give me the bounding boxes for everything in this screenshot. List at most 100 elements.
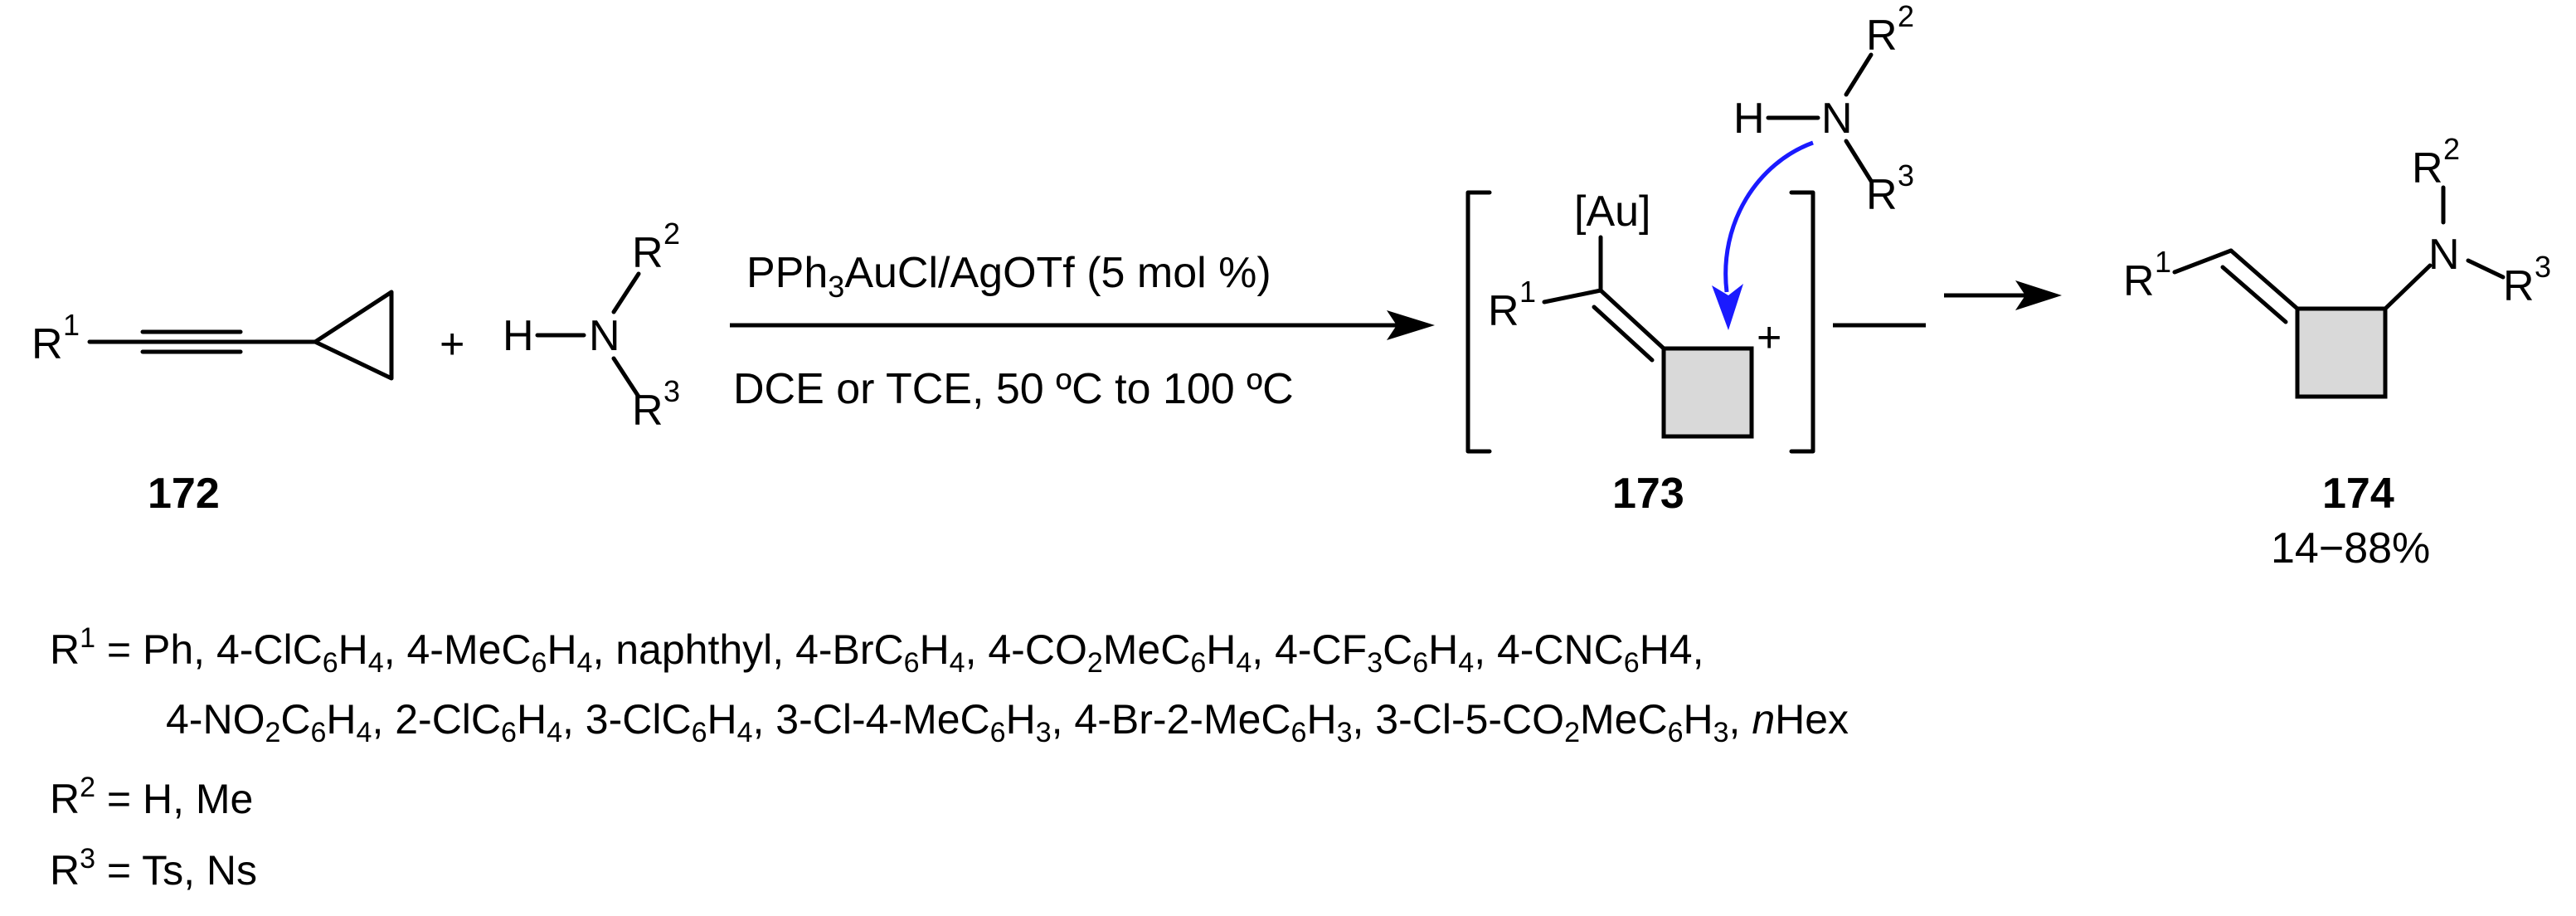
exocyclic-double-2 (1592, 305, 1655, 363)
definition-segment: 3 (80, 843, 96, 875)
definition-segment: 4 (356, 717, 372, 748)
amine-n: N (589, 312, 620, 360)
definition-segment: 4 (547, 717, 562, 748)
definition-segment: 6 (691, 717, 707, 748)
product-r2-sup: 2 (2443, 132, 2460, 166)
definition-segment: , naphthyl, 4-BrC (592, 626, 904, 673)
amine-r3: R (632, 387, 663, 435)
definition-segment: , 2-ClC (372, 696, 502, 743)
reactant-alkyne-172: R 1 172 (32, 290, 394, 518)
forward-arrow-1-head (1387, 310, 1435, 340)
product-r3: R (2503, 262, 2535, 310)
definition-segment: 4-NO (166, 696, 265, 743)
product-double-2 (2220, 265, 2288, 324)
product-r1: R (2123, 257, 2155, 305)
definition-segment: 3 (1713, 717, 1729, 748)
definition-segment: 4 (949, 647, 965, 679)
attack-amine-n-r3-bond (1844, 139, 1874, 183)
attack-amine-r3: R (1866, 171, 1898, 219)
definition-segment: , (1692, 626, 1704, 673)
r1-definition-line-1: R1 = Ph, 4-ClC6H4, 4-MeC6H4, naphthyl, 4… (50, 624, 1704, 677)
right-bracket (1789, 190, 1815, 454)
product-double-1 (2228, 248, 2300, 311)
definition-segment: n (1752, 696, 1776, 743)
cation-charge: + (1757, 314, 1781, 362)
alkyne-r-label: R (32, 320, 63, 368)
definition-segment: H (1206, 626, 1237, 673)
definition-segment: 4 (736, 717, 753, 748)
definition-segment: 4 (1458, 647, 1475, 679)
definition-segment: 2 (1564, 717, 1580, 748)
definition-segment: 4 (367, 647, 384, 679)
alkyne-r-sup: 1 (63, 308, 80, 342)
plus-sign: + (440, 320, 464, 368)
definition-segment: H (1005, 696, 1036, 743)
definition-segment: 2 (265, 717, 281, 748)
definition-segment: H (1428, 626, 1459, 673)
definition-segment: 4 (1669, 626, 1693, 673)
definition-segment: 6 (989, 717, 1006, 748)
definition-segment: 6 (1623, 647, 1640, 679)
definition-segment: H (1639, 626, 1670, 673)
product-cyclobutane-ring (2295, 306, 2388, 399)
definition-segment: , 4-CF (1252, 626, 1368, 673)
definition-segment: = Ts, Ns (95, 847, 258, 894)
definition-segment: 6 (1667, 717, 1684, 748)
compound-label-172: 172 (148, 470, 220, 518)
definition-segment: 1 (80, 622, 96, 654)
gold-label: [Au] (1574, 188, 1651, 236)
conditions-bottom: DCE or TCE, 50 ºC to 100 ºC (733, 365, 1294, 413)
definition-segment: = Ph, 4-ClC (95, 626, 323, 673)
r2-definition: R2 = H, Me (50, 773, 253, 820)
definition-segment: 4 (576, 647, 593, 679)
definition-segment: 6 (310, 717, 327, 748)
amine-r2-sup: 2 (663, 217, 680, 251)
definition-segment: MeC (1102, 626, 1191, 673)
definition-segment: H (338, 626, 368, 673)
definition-segment: 6 (1190, 647, 1207, 679)
product-r3-sup: 3 (2535, 250, 2551, 284)
definition-segment: 6 (1290, 717, 1307, 748)
definition-segment: MeC (1579, 696, 1668, 743)
attack-amine-h: H (1733, 95, 1765, 143)
definition-segment: 3 (1367, 647, 1383, 679)
reaction-arrow-2 (1833, 280, 2062, 328)
attacking-amine: H N R 2 R 3 (1712, 0, 1914, 330)
intermediate-r-sup: 1 (1519, 275, 1536, 309)
definition-segment: R (50, 847, 80, 894)
attack-amine-n-r2-bond (1844, 52, 1874, 97)
definition-segment: 6 (1412, 647, 1429, 679)
r3-definition: R3 = Ts, Ns (50, 845, 257, 891)
product-n: N (2428, 231, 2460, 279)
definition-segment: H (1683, 696, 1713, 743)
compound-label-174: 174 (2322, 470, 2394, 518)
definition-segment: , 3-Cl-5-CO (1352, 696, 1565, 743)
attack-amine-r2-sup: 2 (1898, 0, 1914, 33)
product-n-r3-bond (2466, 258, 2506, 280)
conditions-top: PPh3AuCl/AgOTf (5 mol %) (746, 249, 1271, 304)
definition-segment: 6 (903, 647, 920, 679)
definition-segment: 3 (1035, 717, 1052, 748)
definition-segment: , 4-MeC (383, 626, 532, 673)
definition-segment: H (707, 696, 737, 743)
left-bracket (1465, 190, 1492, 454)
curved-arrow-head (1712, 284, 1743, 330)
amine-r2: R (632, 229, 663, 277)
product-174: R 1 N R 2 R 3 174 14−88% (2123, 132, 2551, 572)
amine-h: H (503, 312, 534, 360)
definition-segment: H (326, 696, 357, 743)
definition-segment: H (1306, 696, 1337, 743)
intermediate-r-bond (1542, 288, 1603, 305)
attack-amine-n: N (1821, 95, 1853, 143)
product-r1-bond (2172, 248, 2233, 275)
product-r1-sup: 1 (2155, 245, 2171, 279)
amine-reactant: H N R 2 R 3 (503, 217, 680, 435)
definition-segment: , 4-Br-2-MeC (1051, 696, 1291, 743)
definition-segment: H (547, 626, 577, 673)
r1-definition-line-2: 4-NO2C6H4, 2-ClC6H4, 3-ClC6H4, 3-Cl-4-Me… (166, 699, 1849, 747)
definition-segment: Hex (1775, 696, 1849, 743)
definition-segment: C (1383, 626, 1413, 673)
definition-segment: , (1728, 696, 1752, 743)
definition-segment: = H, Me (95, 776, 254, 822)
